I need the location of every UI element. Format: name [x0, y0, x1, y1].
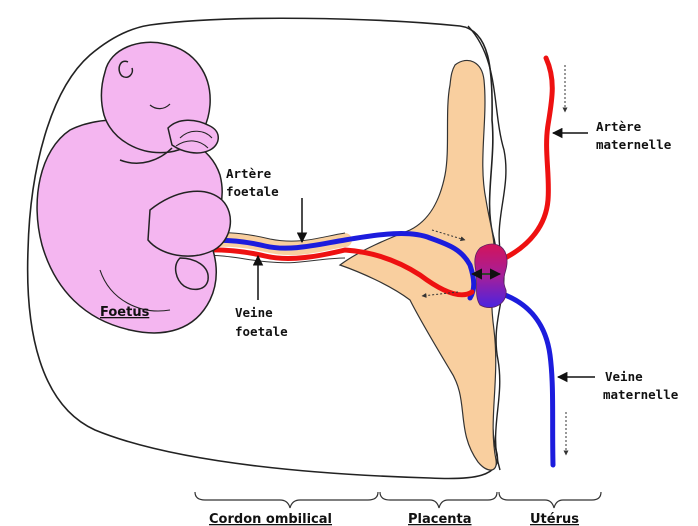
exchange-zone	[475, 244, 507, 308]
maternal-artery-vessel	[505, 58, 552, 258]
label-veine-maternelle-line2: maternelle	[603, 387, 679, 402]
section-uterus: Utérus	[530, 512, 579, 526]
label-artere-maternelle-line1: Artère	[596, 119, 642, 134]
section-placenta: Placenta	[408, 512, 472, 526]
label-veine-foetale-line2: foetale	[235, 324, 288, 339]
label-artere-foetale-line1: Artère	[226, 166, 272, 181]
maternal-vein-vessel	[505, 295, 553, 465]
label-artere-foetale-line2: foetale	[226, 184, 279, 199]
brace-cordon	[195, 492, 378, 508]
label-veine-maternelle-line1: Veine	[605, 369, 643, 384]
brace-placenta	[380, 492, 497, 508]
section-cordon-ombilical: Cordon ombilical	[209, 512, 332, 526]
label-artere-maternelle-line2: maternelle	[596, 137, 672, 152]
brace-uterus	[499, 492, 601, 508]
label-veine-foetale-line1: Veine	[235, 305, 273, 320]
label-foetus: Foetus	[100, 305, 150, 320]
